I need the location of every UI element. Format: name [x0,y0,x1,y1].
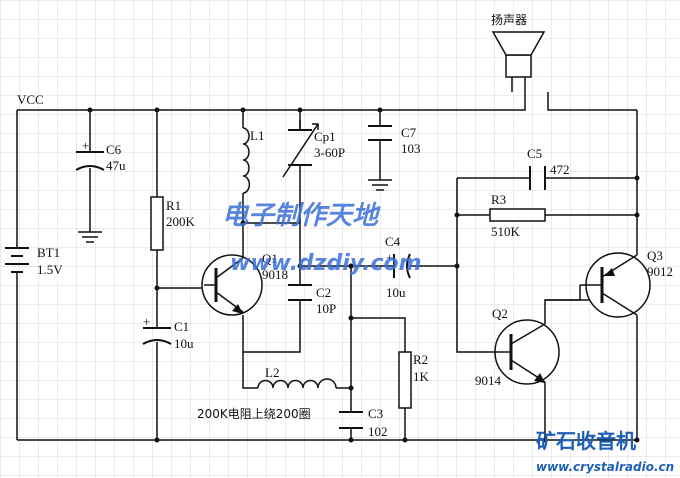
battery-bt1-symbol [5,247,29,273]
ground-icon [78,231,102,243]
c3-ref: C3 [368,406,383,421]
c5-value: 472 [550,162,570,177]
transistor-q1-symbol [201,240,263,316]
bt1-ref: BT1 [37,245,60,260]
c6-plus-mark: + [82,138,89,153]
speaker-label: 扬声器 [491,12,527,27]
r2-ref: R2 [413,352,428,367]
bt1-value: 1.5V [37,262,63,277]
capacitor-c6-symbol [75,151,105,171]
c6-value: 47u [106,158,126,173]
resistor-r3-symbol [489,208,546,222]
watermark-url: www.dzdiy.com [230,251,422,276]
watermark-title: 电子制作天地 [222,201,381,231]
q1-value: 9018 [262,267,288,282]
cp1-ref: Cp1 [314,129,336,144]
inductor-l2-symbol [257,378,337,389]
r2-value: 1K [413,369,430,384]
l2-ref: L2 [265,365,279,380]
ground-icon [368,179,392,191]
c6-ref: C6 [106,142,122,157]
capacitor-c5-symbol [529,166,546,190]
capacitor-c4-symbol [393,253,411,279]
q3-value: 9012 [647,264,673,279]
c4-plus-mark: + [386,250,393,265]
capacitor-c2-symbol [288,284,312,301]
vcc-label: VCC [17,92,44,107]
q2-value: 9014 [475,373,502,388]
capacitor-c1-symbol [142,327,172,345]
resistor-r1-symbol [150,196,164,251]
r1-value: 200K [166,214,196,229]
variable-capacitor-cp1-symbol [282,120,319,178]
q2-ref: Q2 [492,306,508,321]
r3-value: 510K [491,224,521,239]
c4-value: 10u [386,285,406,300]
q1-ref: Q1 [262,251,278,266]
cp1-value: 3-60P [314,145,345,160]
c4-ref: C4 [385,234,401,249]
logo-url: www.crystalradio.cn [536,460,674,474]
capacitor-c7-symbol [368,125,392,141]
c7-ref: C7 [401,125,417,140]
c5-ref: C5 [527,146,542,161]
capacitor-c3-symbol [339,411,363,429]
l1-ref: L1 [250,128,264,143]
c3-value: 102 [368,424,388,439]
q3-ref: Q3 [647,248,663,263]
c1-ref: C1 [174,319,189,334]
inductor-l1-symbol [242,127,251,194]
c2-ref: C2 [316,285,331,300]
transistor-q3-symbol [545,252,651,318]
junction-dots [87,107,640,443]
resistor-r2-symbol [398,351,412,409]
c1-value: 10u [174,336,194,351]
transistor-q2-symbol [490,318,560,395]
c2-value: 10P [316,301,336,316]
logo-title: 矿石收音机 [536,429,636,453]
r1-ref: R1 [166,198,181,213]
c1-plus-mark: + [143,314,150,329]
speaker-icon [491,31,546,92]
c7-value: 103 [401,141,421,156]
l2-winding-note: 200K电阻上绕200圈 [197,407,311,421]
r3-ref: R3 [491,192,506,207]
